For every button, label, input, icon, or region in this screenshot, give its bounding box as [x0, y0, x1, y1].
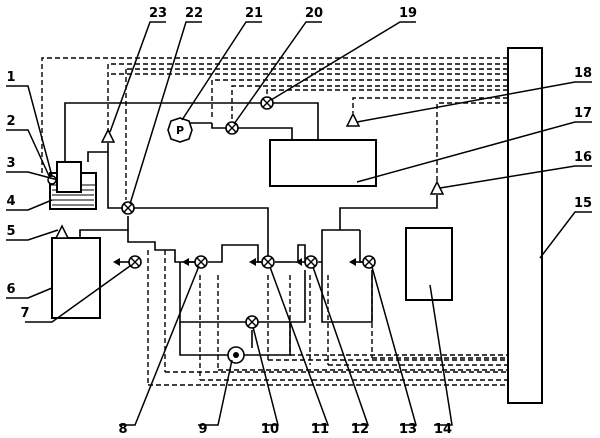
label-16: 16 — [574, 150, 592, 165]
valves — [121, 96, 376, 329]
pipelines — [64, 102, 438, 356]
label-18: 18 — [574, 66, 592, 81]
valve-20 — [225, 121, 239, 135]
label-2: 2 — [6, 114, 15, 129]
label-14: 14 — [434, 422, 452, 437]
label-21: 21 — [245, 6, 263, 21]
label-20: 20 — [305, 6, 323, 21]
sensor-23 — [100, 128, 116, 143]
valve-13 — [362, 255, 376, 269]
number-labels: 1 2 3 4 5 6 7 8 9 10 11 12 13 14 15 16 1… — [6, 6, 592, 437]
label-15: 15 — [574, 196, 592, 211]
equipment: P — [47, 47, 543, 404]
signal-lines — [41, 57, 508, 386]
control-cabinet-15 — [507, 47, 543, 404]
label-22: 22 — [185, 6, 203, 21]
pressure-gauge-21: P — [167, 117, 193, 143]
label-8: 8 — [118, 422, 127, 437]
actuator-arrows — [113, 258, 363, 266]
valve-11 — [261, 255, 275, 269]
tank-6 — [51, 237, 101, 319]
label-17: 17 — [574, 106, 592, 121]
pressure-gauge-glyph: P — [176, 124, 184, 137]
label-5: 5 — [6, 224, 15, 239]
cylinder-3 — [56, 161, 82, 193]
leader-lines — [6, 21, 592, 426]
sensor-5 — [54, 224, 70, 239]
label-6: 6 — [6, 282, 15, 297]
label-12: 12 — [351, 422, 369, 437]
valve-19 — [260, 96, 274, 110]
valve-10 — [245, 315, 259, 329]
pump-9 — [227, 346, 245, 364]
label-10: 10 — [261, 422, 279, 437]
label-7: 7 — [20, 306, 29, 321]
label-3: 3 — [6, 156, 15, 171]
label-19: 19 — [399, 6, 417, 21]
valve-22 — [121, 201, 135, 215]
valve-7 — [128, 255, 142, 269]
label-13: 13 — [399, 422, 417, 437]
unit-14 — [405, 227, 453, 301]
label-23: 23 — [149, 6, 167, 21]
sensor-18 — [345, 112, 361, 127]
valve-8 — [194, 255, 208, 269]
unit-17 — [269, 139, 377, 187]
valve-12 — [304, 255, 318, 269]
label-11: 11 — [311, 422, 329, 437]
label-1: 1 — [6, 70, 15, 85]
label-4: 4 — [6, 194, 15, 209]
label-9: 9 — [198, 422, 207, 437]
